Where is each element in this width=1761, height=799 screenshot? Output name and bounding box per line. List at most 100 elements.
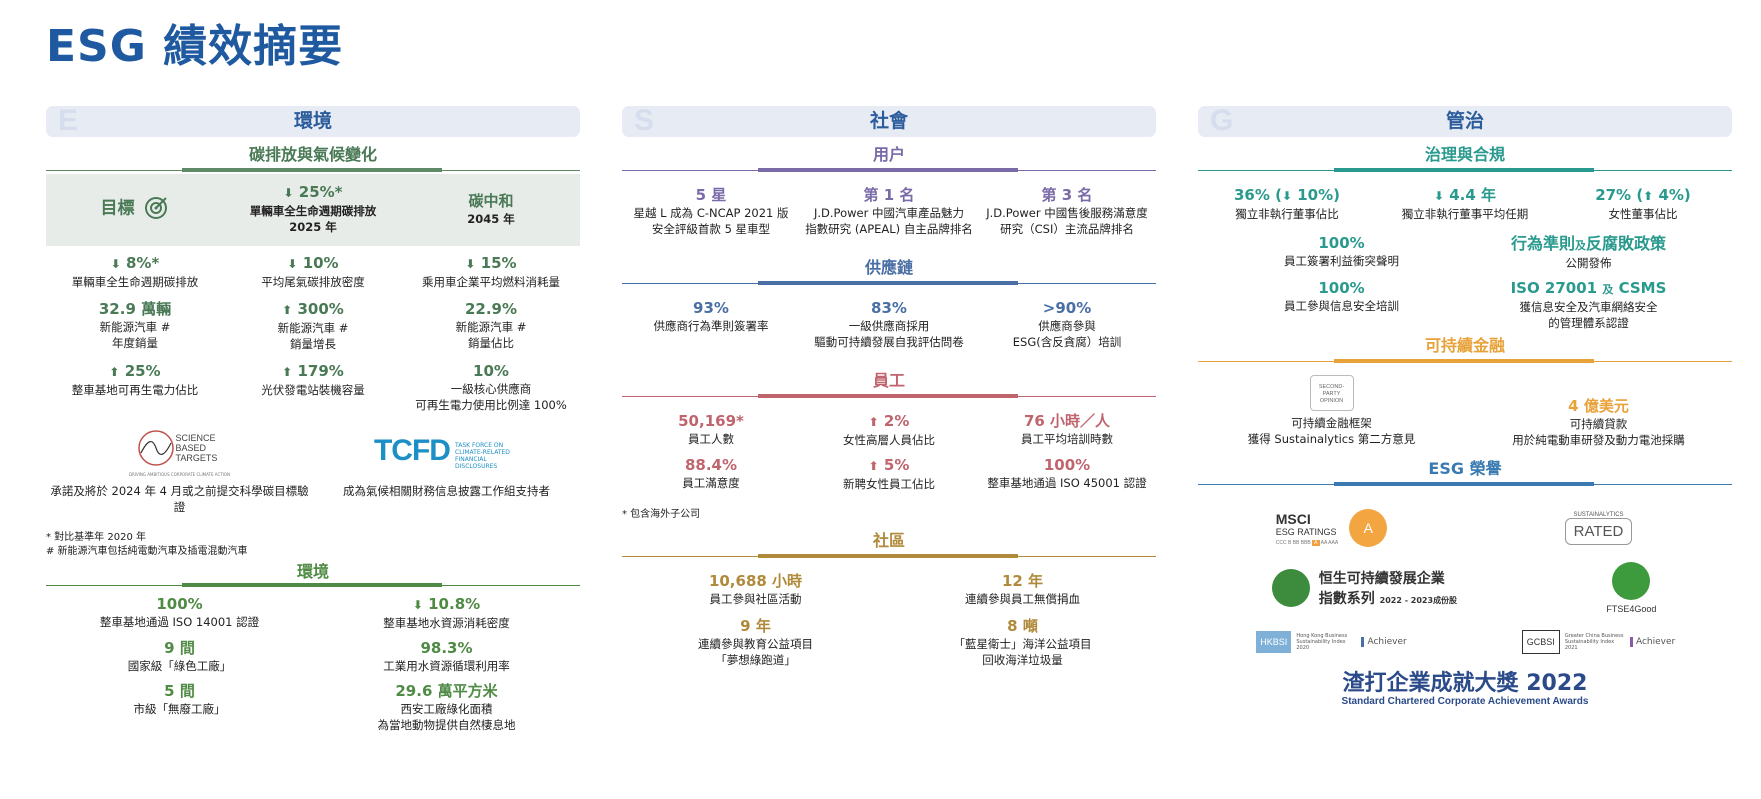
stat-item: 10,688 小時 員工參與社區活動 (708, 572, 803, 606)
stat-item: >90% 供應商參與 ESG(含反貪腐）培訓 (1012, 299, 1122, 349)
env-notes: * 對比基準年 2020 年 # 新能源汽車包括純電動汽車及插電混動汽車 (46, 532, 248, 557)
stat-item: ISO 27001 及 CSMS 獲信息安全及汽車網絡安全 的管理體系認證 (1510, 279, 1667, 330)
arrow-up-icon: ⬆ (282, 303, 293, 317)
ftse-globe-icon (1612, 562, 1651, 600)
arrow-down-icon: ⬇ (412, 598, 423, 612)
pillar-title: 環境 (293, 110, 332, 132)
stat-item: 9 間 國家級「綠色工廠」 (127, 639, 232, 673)
env2-row-1: 100% 整車基地通過 ISO 14001 認證 ⬇ 10.8% 整車基地水資源… (46, 593, 580, 633)
stat-item: 88.4% 員工滿意度 (682, 456, 740, 490)
stat-item: 100% 整車基地通過 ISO 14001 認證 (99, 595, 260, 629)
stat-item: ⬆ 25% 整車基地可再生電力佔比 (71, 362, 199, 397)
section-header-carbon: 碳排放與氣候變化 (46, 142, 580, 174)
community-row-1: 10,688 小時 員工參與社區活動 12 年 連續參與員工無償捐血 (622, 570, 1156, 609)
hang-seng-icon (1271, 569, 1310, 607)
pillar-letter: E (58, 104, 79, 137)
stat-item: 32.9 萬輛 新能源汽車 # 年度銷量 (98, 300, 172, 350)
stat-item: ⬆ 300% 新能源汽車 # 銷量增長 (277, 300, 349, 351)
stat-item: 50,169* 員工人數 (678, 412, 744, 446)
arrow-up-icon: ⬆ (868, 415, 879, 429)
community-row-2: 9 年 連續參與教育公益項目 「夢想綠跑道」 8 噸 「藍星衛士」海洋公益項目 … (622, 615, 1156, 670)
logo-captions: 承諾及將於 2024 年 4 月或之前提交科學碳目標驗證 成為氣候相關財務信息披… (50, 484, 550, 514)
arrow-down-icon: ⬇ (465, 257, 476, 271)
environment-pillar-header: E 環境 (46, 104, 580, 137)
stat-item: 12 年 連續參與員工無償捐血 (965, 572, 1080, 606)
stat-item: 100% 員工參與信息安全培訓 (1284, 279, 1399, 313)
msci-grade-badge: A (1349, 509, 1388, 547)
hang-seng-logo: 恒生可持續發展企業 指數系列 2022 - 2023成份股 (1198, 566, 1531, 610)
section-header-finance: 可持續金融 (1198, 333, 1732, 365)
stat-item: 100% 員工簽署利益衝突聲明 (1284, 234, 1399, 268)
gov-row-1: 36% (⬇ 10%) 獨立非執行董事佔比 ⬇ 4.4 年 獨立非執行董事平均任… (1198, 184, 1732, 224)
supply-row: 93% 供應商行為準則簽署率 83% 一級供應商採用 驅動可持續發展自我評估問卷… (622, 297, 1156, 352)
section-title: 碳排放與氣候變化 (248, 145, 377, 164)
tcfd-logo: TCFD TASK FORCE ON CLIMATE-RELATED FINAN… (373, 434, 510, 470)
honors-row-3: HKBSI Hong Kong Business Sustainability … (1198, 622, 1732, 662)
env-row-1: ⬇ 8%* 單輛車全生命週期碳排放 ⬇ 10% 平均尾氣碳排放密度 ⬇ 15% … (46, 252, 580, 292)
stat-item: 9 年 連續參與教育公益項目 「夢想綠跑道」 (698, 617, 813, 667)
target-icon (144, 194, 170, 224)
arrow-up-icon: ⬆ (868, 459, 879, 473)
honors-row-1: MSCI ESG RATINGS CCC B BB BBB A AA AAA A… (1198, 502, 1732, 554)
pillar-letter: G (1210, 104, 1234, 137)
arrow-up-icon: ⬆ (1643, 189, 1654, 203)
stat-item: ⬆ 2% 女性高層人員佔比 (843, 412, 935, 447)
gcbsi-logo: GCBSI Greater China Business Sustainabil… (1465, 628, 1732, 656)
stat-item: 98.3% 工業用水資源循環利用率 (383, 639, 510, 673)
stat-item: 76 小時／人 員工平均培訓時數 (1021, 412, 1113, 446)
logo-row: SCIENCE BASED TARGETS DRIVING AMBITIOUS … (46, 427, 580, 477)
social-pillar-header: S 社會 (622, 104, 1156, 137)
honors-row-2: 恒生可持續發展企業 指數系列 2022 - 2023成份股 FTSE4Good (1198, 562, 1732, 614)
finance-row: SECOND-PARTY OPINION 可持續金融框架 獲得 Sustaina… (1198, 373, 1732, 450)
env-row-3: ⬆ 25% 整車基地可再生電力佔比 ⬆ 179% 光伏發電站裝機容量 10% 一… (46, 360, 580, 415)
stat-item: 4 億美元 可持續貸款 用於純電動車研發及動力電池採購 (1512, 397, 1685, 447)
section-header-honors: ESG 榮譽 (1198, 456, 1732, 488)
stat-item: ⬇ 15% 乘用車企業平均燃料消耗量 (422, 254, 560, 289)
arrow-down-icon: ⬇ (1433, 189, 1445, 203)
arrow-up-icon: ⬆ (282, 365, 293, 379)
section-header-users: 用户 (622, 142, 1156, 174)
stat-item: 8 噸 「藍星衛士」海洋公益項目 回收海洋垃圾量 (953, 617, 1092, 667)
stat-item: ⬇ 4.4 年 獨立非執行董事平均任期 (1401, 186, 1529, 221)
stat-item: 5 星 星越 L 成為 C-NCAP 2021 版 安全評級首款 5 星車型 (633, 186, 789, 236)
stat-item: ⬇ 8%* 單輛車全生命週期碳排放 (71, 254, 199, 289)
section-header-staff: 員工 (622, 368, 1156, 400)
pillar-letter: S (634, 104, 655, 137)
users-row: 5 星 星越 L 成為 C-NCAP 2021 版 安全評級首款 5 星車型 第… (622, 184, 1156, 239)
second-party-opinion-badge: SECOND-PARTY OPINION (1309, 375, 1354, 411)
msci-logo: MSCI ESG RATINGS CCC B BB BBB A AA AAA A (1198, 507, 1465, 549)
hkbsi-logo: HKBSI Hong Kong Business Sustainability … (1198, 629, 1465, 655)
page-title: ESG 績效摘要 (46, 21, 344, 72)
stat-item: 83% 一級供應商採用 驅動可持續發展自我評估問卷 (814, 299, 964, 349)
stat-item: ⬇ 10.8% 整車基地水資源消耗密度 (383, 595, 510, 630)
stat-item: 29.6 萬平方米 西安工廠綠化面積 為當地動物提供自然棲息地 (377, 682, 516, 732)
gov-row-2: 100% 員工簽署利益衝突聲明 行為準則及反腐敗政策 公開發佈 (1198, 232, 1732, 273)
section-header-community: 社區 (622, 528, 1156, 560)
social-column: S 社會 用户 5 星 星越 L 成為 C-NCAP 2021 版 安全評級首款… (622, 104, 1156, 670)
governance-pillar-header: G 管治 (1198, 104, 1732, 137)
section-header-governance: 治理與合規 (1198, 142, 1732, 174)
target-2025: ⬇ 25%* 單輛車全生命週期碳排放 2025 年 (249, 183, 377, 234)
arrow-up-icon: ⬆ (109, 365, 120, 379)
stat-item: 10% 一級核心供應商 可再生電力使用比例達 100% (415, 362, 567, 412)
stat-item: 27% (⬆ 4%) 女性董事佔比 (1595, 186, 1691, 221)
sustainalytics-rated-logo: SUSTAINALYTICS RATED (1465, 510, 1732, 547)
target-label: 目標 (46, 194, 224, 226)
standard-chartered-award-logo: 渣打企業成就大獎 2022 Standard Chartered Corpora… (1341, 671, 1589, 708)
ftse4good-logo: FTSE4Good (1531, 560, 1732, 616)
env2-row-3: 5 間 市級「無廢工廠」 29.6 萬平方米 西安工廠綠化面積 為當地動物提供自… (46, 680, 580, 735)
governance-column: G 管治 治理與合規 36% (⬇ 10%) 獨立非執行董事佔比 ⬇ 4.4 年… (1198, 104, 1732, 708)
stat-item: 36% (⬇ 10%) 獨立非執行董事佔比 (1233, 186, 1341, 221)
stat-item: 5 間 市級「無廢工廠」 (133, 682, 226, 716)
pillar-title: 社會 (869, 110, 908, 132)
staff-row-2: 88.4% 員工滿意度 ⬆ 5% 新聘女性員工佔比 100% 整車基地通過 IS… (622, 454, 1156, 494)
stat-item: 100% 整車基地通過 ISO 45001 認證 (987, 456, 1147, 490)
social-note: * 包含海外子公司 (622, 509, 701, 520)
staff-row-1: 50,169* 員工人數 ⬆ 2% 女性高層人員佔比 76 小時／人 員工平均培… (622, 410, 1156, 450)
env2-row-2: 9 間 國家級「綠色工廠」 98.3% 工業用水資源循環利用率 (46, 637, 580, 676)
stat-item: 行為準則及反腐敗政策 公開發佈 (1510, 234, 1667, 270)
target-box: 目標 ⬇ 25%* 單輛車全生命週期碳排放 2025 年 碳中和 2045 年 (46, 174, 580, 246)
stat-item: ⬆ 5% 新聘女性員工佔比 (843, 456, 935, 491)
stat-item: 22.9% 新能源汽車 # 銷量佔比 (455, 300, 527, 350)
stat-item: ⬇ 10% 平均尾氣碳排放密度 (261, 254, 365, 289)
